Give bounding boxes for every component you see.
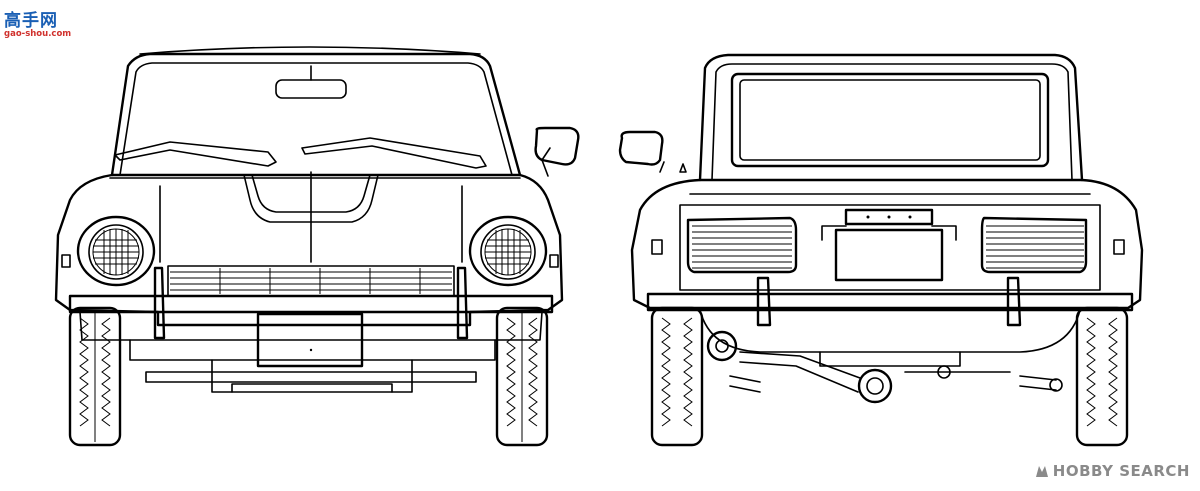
- exhaust-pipes: [706, 330, 893, 404]
- hobby-search-logo-icon: [1035, 466, 1048, 477]
- watermark-bottom: HOBBY SEARCH: [1035, 461, 1190, 481]
- front-right-tire: [495, 306, 549, 447]
- rear-door-mirror: [618, 130, 665, 173]
- watermark-top: 高手网 gao-shou.com: [4, 6, 74, 42]
- front-left-tire: [68, 306, 122, 447]
- front-left-headlight: [76, 215, 156, 287]
- watermark-chinese-text: 高手网: [4, 11, 58, 31]
- watermark-url-text: gao-shou.com: [4, 29, 72, 39]
- rear-left-taillight: [686, 216, 798, 274]
- rear-right-tire: [1075, 306, 1129, 447]
- watermark-brand-text: HOBBY SEARCH: [1052, 462, 1190, 480]
- rear-view: [618, 53, 1144, 447]
- front-right-headlight: [468, 215, 548, 287]
- front-door-mirror: [534, 126, 580, 177]
- front-view: [54, 46, 580, 447]
- rear-right-taillight: [980, 216, 1088, 274]
- rear-left-tire: [650, 306, 704, 447]
